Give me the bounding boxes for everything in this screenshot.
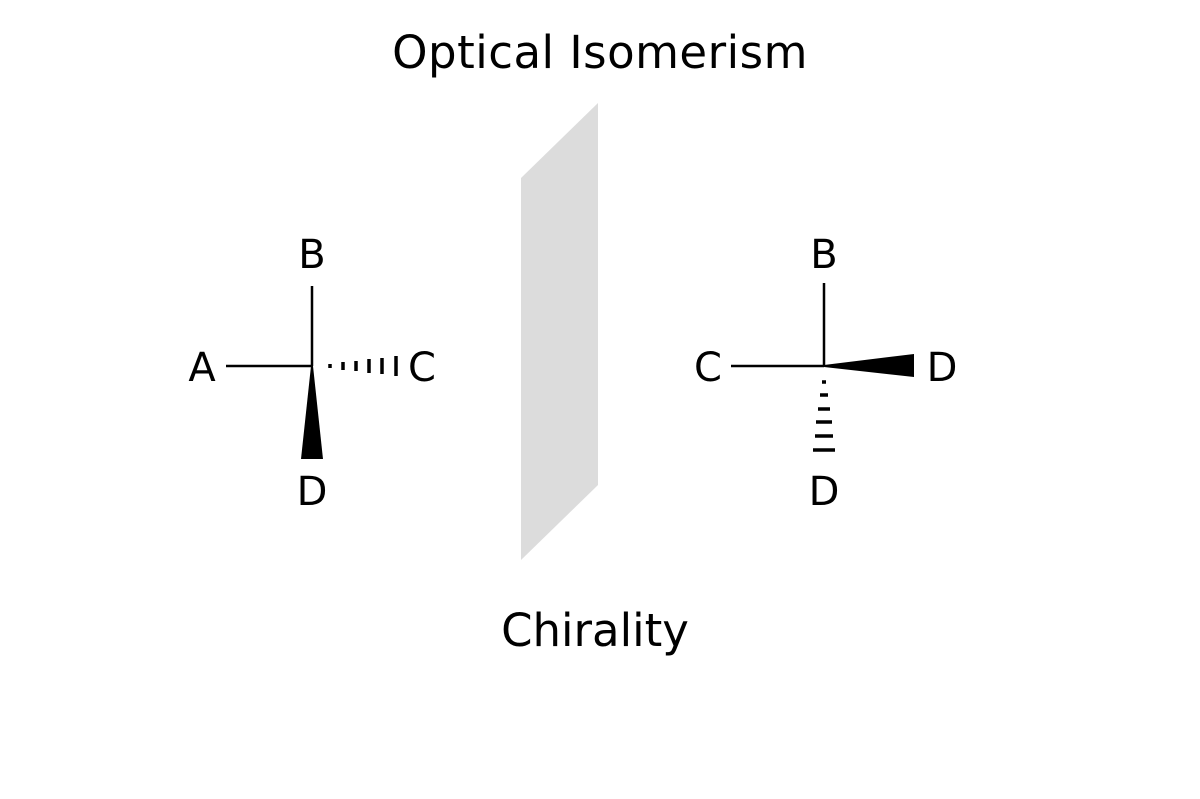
mirror-plane: [521, 103, 598, 560]
label-bottom: D: [809, 469, 840, 515]
label-left: C: [694, 345, 722, 391]
diagram-title: Optical Isomerism: [392, 26, 808, 79]
label-left: A: [188, 345, 216, 391]
label-bottom: D: [297, 469, 328, 515]
diagram-caption: Chirality: [501, 604, 689, 657]
bond-bottom-hashed-wedge: [813, 380, 835, 452]
bond-right-hashed-wedge: [328, 356, 398, 376]
label-right: C: [408, 345, 436, 391]
right-enantiomer: B C D D: [694, 232, 957, 515]
bond-right-solid-wedge: [824, 354, 914, 377]
label-top: B: [810, 232, 837, 278]
label-right: D: [927, 345, 958, 391]
left-enantiomer: B A C D: [188, 232, 436, 515]
bond-bottom-solid-wedge: [301, 366, 323, 459]
label-top: B: [298, 232, 325, 278]
